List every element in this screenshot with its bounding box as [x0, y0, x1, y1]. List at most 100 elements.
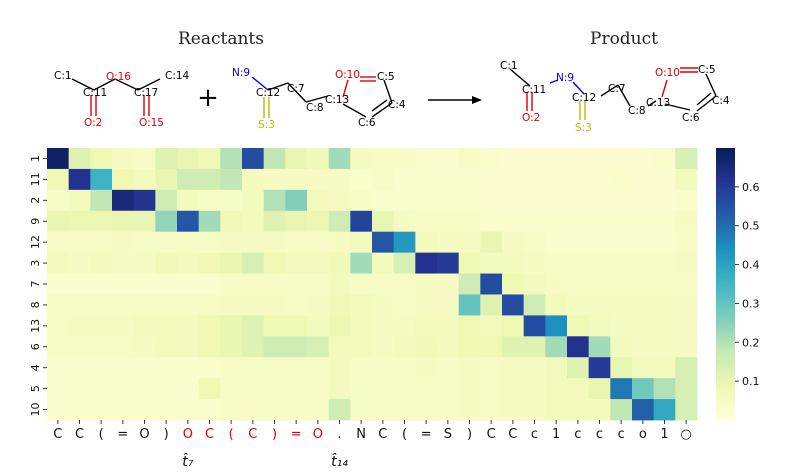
heatmap-cell [523, 357, 546, 379]
heatmap-cell [502, 336, 525, 358]
heatmap-cell [588, 294, 611, 316]
heatmap-cell [545, 357, 568, 379]
col-label: C [53, 427, 62, 442]
atom-label: C:13 [325, 94, 349, 106]
heatmap-cell [372, 231, 395, 254]
heatmap-cell [480, 189, 503, 212]
heatmap-cell [307, 315, 330, 337]
heatmap-cell [47, 357, 70, 379]
heatmap-cell [675, 168, 698, 191]
heatmap-cell [285, 231, 308, 254]
heatmap-cell [393, 273, 416, 295]
heatmap-cell [90, 273, 113, 295]
heatmap-cell [675, 210, 698, 233]
heatmap-cell [155, 294, 178, 316]
heatmap-cell [393, 231, 416, 254]
heatmap-cell [90, 252, 113, 274]
col-label: = [421, 427, 432, 442]
heatmap-cell [610, 399, 633, 421]
heatmap-cell [653, 378, 676, 400]
heatmap-cell [545, 252, 568, 274]
heatmap-cell [307, 168, 330, 191]
heatmap-cell [372, 210, 395, 233]
heatmap-cell [68, 315, 91, 337]
heatmap-cell [328, 399, 351, 421]
heatmap-cell [675, 336, 698, 358]
heatmap-cell [220, 294, 243, 316]
heatmap-cell [220, 378, 243, 400]
heatmap-cell [112, 231, 135, 254]
heatmap-cell [307, 231, 330, 254]
heatmap-cell [177, 168, 200, 191]
atom-label: C:8 [628, 105, 646, 117]
heatmap-cell [285, 168, 308, 191]
heatmap-cell [328, 273, 351, 295]
heatmap-cell [588, 168, 611, 191]
heatmap-cell [393, 399, 416, 421]
heatmap-cell [155, 252, 178, 274]
heatmap-cell [285, 148, 308, 170]
heatmap-cell [545, 168, 568, 191]
heatmap-cell [47, 378, 70, 400]
heatmap-cell [567, 357, 590, 379]
heatmap-cell [545, 210, 568, 233]
heatmap-cell [653, 315, 676, 337]
heatmap-cell [285, 252, 308, 274]
row-label: 5 [29, 385, 42, 392]
molecule-product [509, 67, 717, 120]
heatmap-cell [480, 168, 503, 191]
heatmap-cell [588, 378, 611, 400]
heatmap-cell [415, 148, 438, 170]
heatmap-cell [588, 399, 611, 421]
atom-label: C:4 [712, 95, 730, 107]
heatmap-cell [68, 168, 91, 191]
heatmap-cell [545, 148, 568, 170]
heatmap-cell [198, 294, 221, 316]
heatmap-cell [90, 148, 113, 170]
molecule-product-labels: C:1 C:11 O:2 N:9 C:12 S:3 C:7 C:8 C:13 O… [500, 60, 730, 134]
heatmap-cell [458, 357, 481, 379]
heatmap-cell [350, 378, 373, 400]
col-label: ) [467, 427, 472, 442]
heatmap-cell [177, 210, 200, 233]
heatmap-cell [242, 315, 265, 337]
heatmap-cell [307, 210, 330, 233]
heatmap-cell [415, 399, 438, 421]
heatmap-cell [68, 273, 91, 295]
heatmap-cell [567, 294, 590, 316]
heatmap-cell [47, 336, 70, 358]
heatmap-cell [177, 378, 200, 400]
heatmap-cell [502, 168, 525, 191]
heatmap-cell [632, 252, 655, 274]
col-label: C [378, 427, 387, 442]
col-label: O [183, 427, 193, 442]
heatmap-cell [632, 273, 655, 295]
heatmap-cell [632, 378, 655, 400]
atom-label: C:12 [572, 92, 596, 104]
heatmap-cell [567, 231, 590, 254]
row-label: 6 [29, 343, 42, 350]
heatmap-cell [350, 294, 373, 316]
heatmap-cell [653, 294, 676, 316]
heatmap-cell [68, 231, 91, 254]
row-label: 8 [29, 301, 42, 308]
heatmap-cell [155, 210, 178, 233]
heatmap-cell [198, 273, 221, 295]
row-label: 7 [29, 281, 42, 288]
heatmap-cell [610, 189, 633, 212]
heatmap-cell [502, 357, 525, 379]
heatmap-cell [588, 231, 611, 254]
heatmap-cell [632, 168, 655, 191]
heatmap-cell [47, 210, 70, 233]
col-label: ) [272, 427, 277, 442]
heatmap-cell [502, 210, 525, 233]
heatmap-cell [307, 336, 330, 358]
heatmap-cell [285, 336, 308, 358]
col-label: C [205, 427, 214, 442]
heatmap-cell [263, 399, 286, 421]
heatmap-cell [567, 336, 590, 358]
heatmap-cell [523, 399, 546, 421]
heatmap-cell [220, 231, 243, 254]
heatmap-cell [458, 231, 481, 254]
